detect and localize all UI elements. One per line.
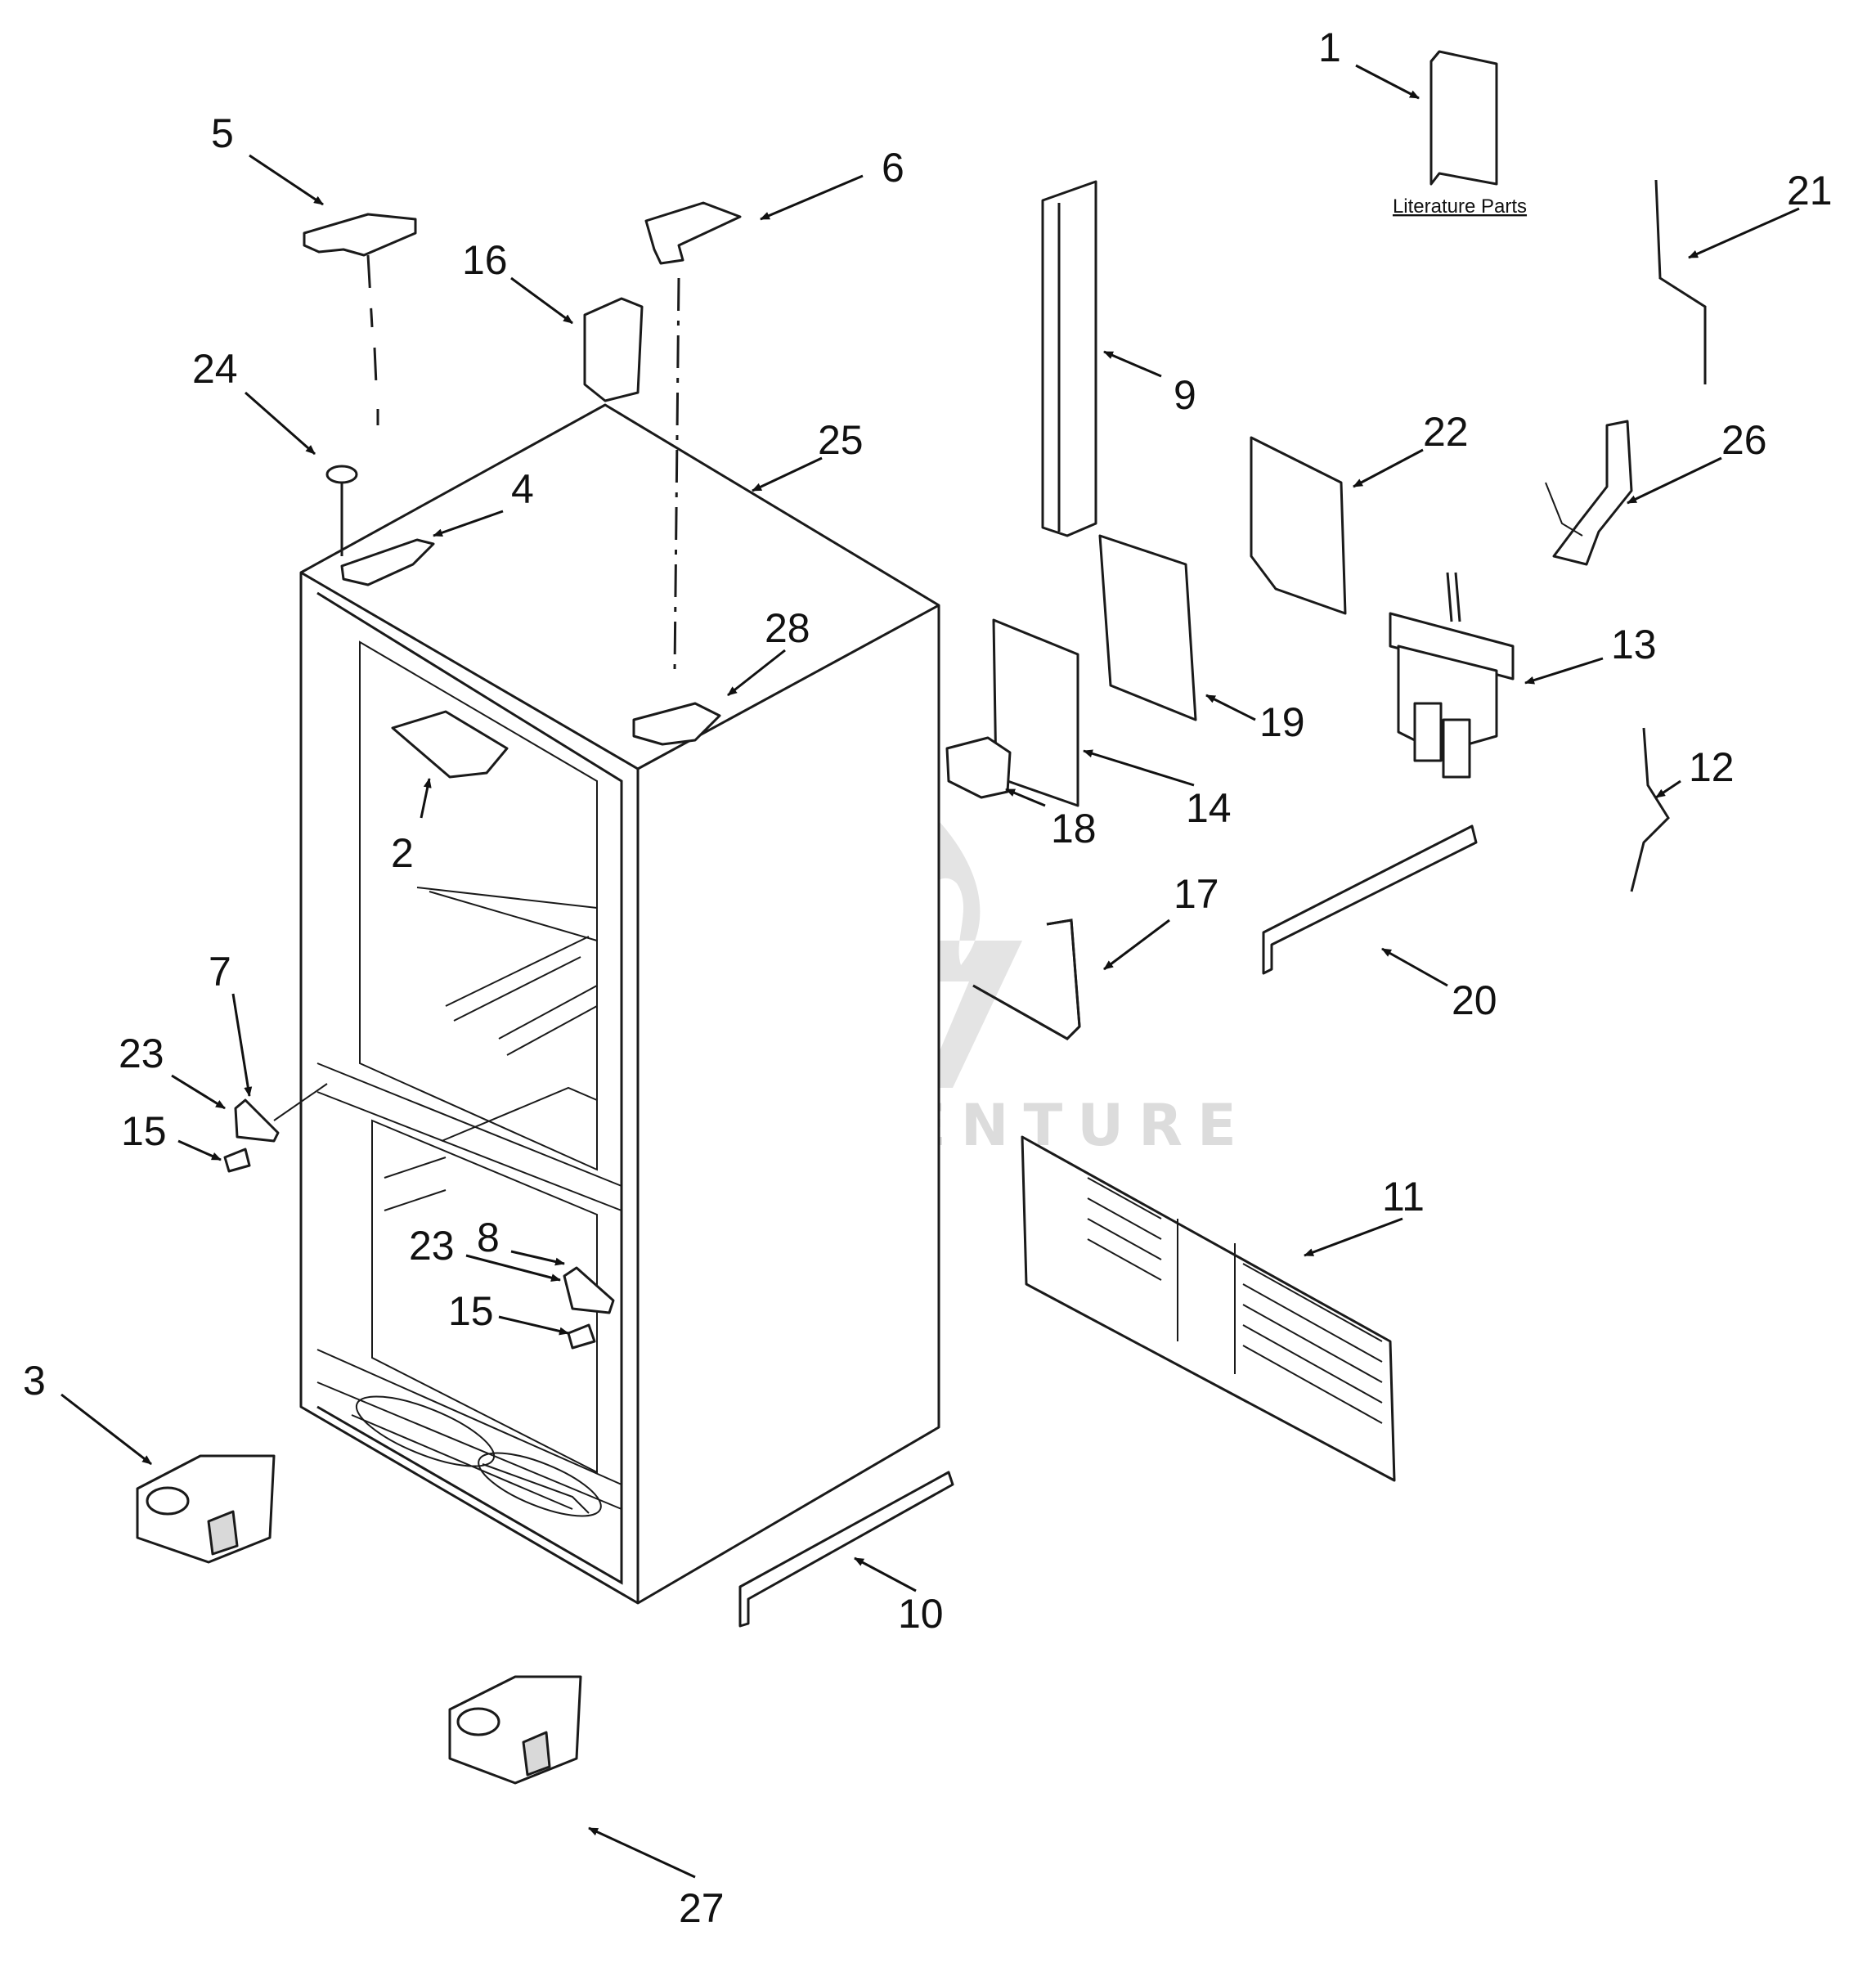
part-15-screw-b	[567, 1323, 596, 1350]
callout-28: 28	[765, 605, 810, 651]
cabinet	[299, 403, 940, 1605]
callout-19: 19	[1259, 699, 1305, 745]
part-15-screw-a	[223, 1148, 251, 1173]
callout-13: 13	[1611, 622, 1657, 667]
callout-24: 24	[192, 346, 238, 392]
part-27-roller	[448, 1675, 582, 1785]
part-6-hinge-cover	[644, 201, 742, 265]
callout-6: 6	[882, 145, 904, 191]
callout-17: 17	[1174, 871, 1219, 917]
callout-21: 21	[1787, 168, 1833, 213]
part-7-hinge	[234, 1098, 280, 1143]
callout-5: 5	[211, 110, 234, 156]
callout-4: 4	[511, 466, 534, 512]
callout-18: 18	[1051, 806, 1097, 851]
part-3-roller	[136, 1454, 276, 1564]
literature-parts: Literature Parts	[1393, 50, 1527, 218]
part-10-grille	[738, 1471, 954, 1628]
callout-23-b: 23	[409, 1223, 455, 1269]
callout-16: 16	[462, 237, 508, 283]
part-12-harness	[1630, 727, 1670, 892]
part-2-bracket	[391, 710, 509, 779]
callout-27: 27	[679, 1885, 725, 1931]
callout-11: 11	[1382, 1174, 1425, 1220]
part-13-water-valve	[1389, 572, 1515, 779]
callout-12: 12	[1689, 744, 1735, 790]
callout-1: 1	[1318, 25, 1341, 70]
callout-labels: 1 5 6 16 24 25 4 28 9 21 22 26 13 19 14 …	[23, 25, 1833, 1931]
callout-26: 26	[1721, 417, 1767, 463]
part-18-switch	[945, 736, 1012, 799]
callout-22: 22	[1423, 409, 1469, 455]
callout-20: 20	[1452, 977, 1497, 1023]
part-11-back-panel	[1021, 1135, 1396, 1482]
part-21-wire	[1654, 179, 1707, 384]
callout-15-b: 15	[448, 1288, 494, 1334]
callout-9: 9	[1174, 372, 1196, 418]
callout-3: 3	[23, 1358, 46, 1404]
part-24-plug	[325, 465, 358, 556]
callout-2: 2	[391, 830, 414, 876]
part-5-hinge-cover	[303, 213, 417, 257]
part-16-cover	[583, 297, 644, 402]
literature-label: Literature Parts	[1393, 195, 1527, 218]
part-22-bracket	[1250, 436, 1347, 615]
part-4-hinge	[340, 538, 435, 586]
callout-10: 10	[898, 1591, 944, 1637]
part-20-grille	[1262, 824, 1478, 975]
part-9-trim	[1041, 180, 1097, 537]
callout-15-a: 15	[121, 1108, 167, 1154]
part-14-plate	[992, 618, 1079, 807]
part-28-hinge	[632, 702, 721, 746]
callout-25: 25	[818, 417, 864, 463]
callout-8: 8	[477, 1215, 500, 1260]
callout-23-a: 23	[119, 1031, 164, 1076]
part-8-hinge	[563, 1266, 615, 1314]
callout-7: 7	[209, 949, 231, 995]
part-26-fill-tube	[1552, 420, 1633, 566]
callout-14: 14	[1186, 785, 1232, 831]
part-19-control-board	[1098, 534, 1197, 721]
callout-arrows	[61, 64, 1800, 1879]
